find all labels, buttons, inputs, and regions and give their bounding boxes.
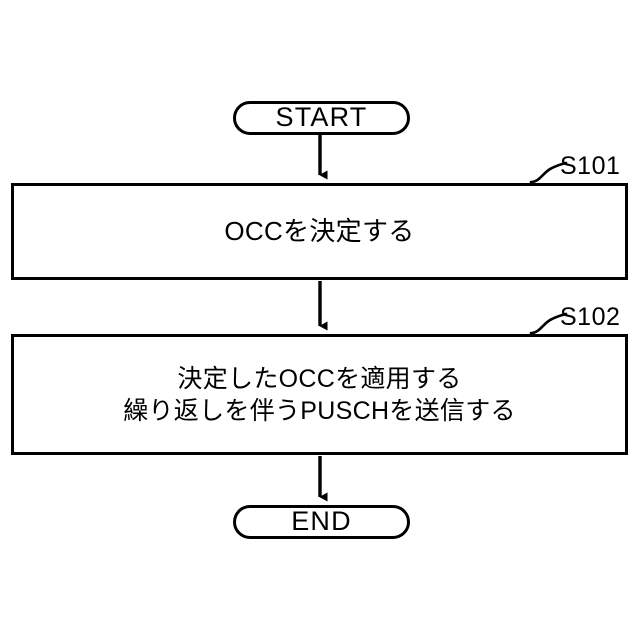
step-label-s102: S102 [560, 303, 621, 331]
flow-node-s102[interactable]: 決定したOCCを適用する 繰り返しを伴うPUSCHを送信する [11, 334, 628, 455]
flow-node-s101[interactable]: OCCを決定する [11, 183, 628, 280]
flow-node-s101-label: OCCを決定する [224, 216, 415, 247]
flow-node-end[interactable]: END [233, 505, 410, 539]
flow-node-s102-label-line2: 繰り返しを伴うPUSCHを送信する [123, 396, 516, 425]
flow-node-s102-label-line1: 決定したOCCを適用する [177, 364, 462, 393]
flow-node-start-label: START [275, 102, 368, 133]
step-label-s101: S101 [560, 152, 621, 180]
flow-node-end-label: END [291, 506, 352, 537]
flow-node-start[interactable]: START [233, 101, 410, 135]
